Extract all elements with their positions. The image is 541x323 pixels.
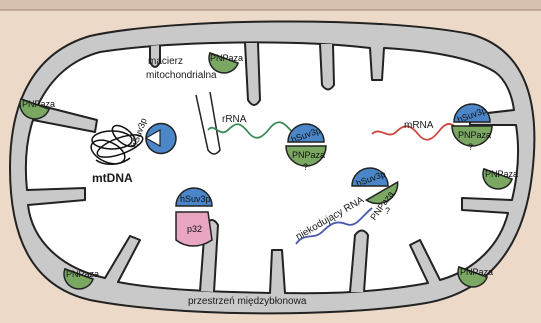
unknown-mark: ? — [468, 142, 473, 152]
p32-label: p32 — [187, 224, 202, 234]
pnpase-label: PNPaza — [210, 53, 243, 63]
pnpase-label: PNPaza — [292, 150, 325, 160]
pnpase-label: PNPaza — [458, 130, 491, 140]
matrix-label-2: mitochondrialna — [146, 70, 217, 81]
pnpase-label: PNPaza — [460, 267, 493, 277]
intermembrane-label: przestrzeń międzybłonowa — [188, 296, 307, 307]
unknown-mark: ? — [385, 206, 390, 216]
mtdna-label: mtDNA — [92, 171, 133, 185]
crista-top-mid — [245, 43, 260, 105]
matrix-label-1: macierz — [148, 56, 183, 67]
complex-p32: hSuv3p p32 — [176, 188, 212, 246]
mrna-label: mRNA — [404, 120, 434, 131]
pnpase-label: PNPaza — [22, 99, 55, 109]
crista-top-right — [320, 44, 334, 90]
inner-membrane — [26, 42, 518, 293]
pnpase-label: PNPaza — [66, 269, 99, 279]
top-band — [0, 0, 541, 10]
pnpase-label: PNPaza — [485, 169, 518, 179]
rrna-label: rRNA — [222, 114, 247, 125]
hsuv3p-label: hSuv3p — [180, 194, 211, 204]
unknown-mark: ? — [303, 162, 308, 172]
